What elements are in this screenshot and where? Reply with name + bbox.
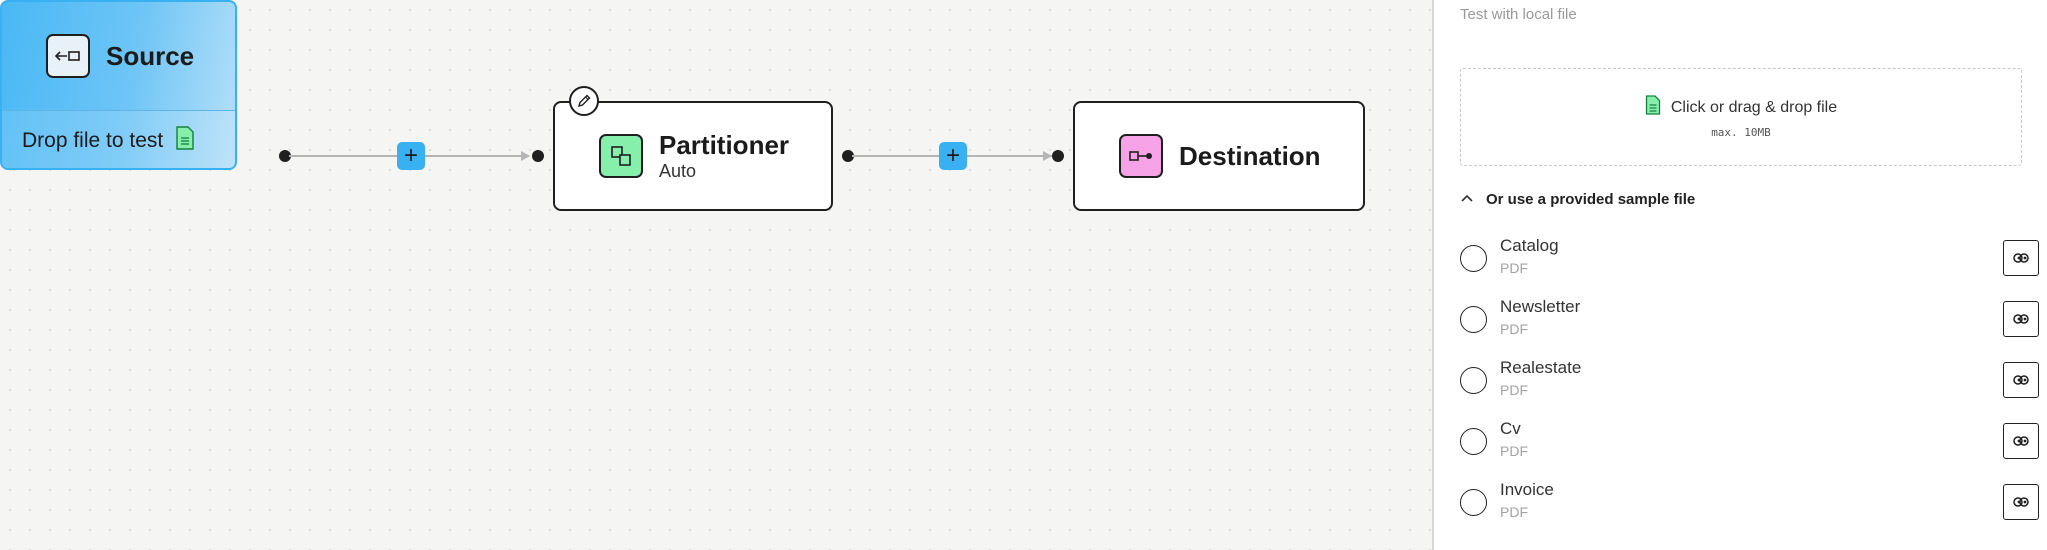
source-node[interactable]: Source Drop file to test — [0, 0, 237, 170]
destination-icon — [1119, 134, 1163, 178]
panel-heading: Test with local file — [1460, 6, 1577, 23]
partitioner-node-title: Partitioner — [659, 130, 790, 160]
sample-file-type: PDF — [1500, 321, 1528, 337]
sample-file-radio[interactable] — [1460, 367, 1487, 394]
list-item[interactable]: Cv PDF — [1460, 411, 2039, 472]
dropzone-max-size: max. 10MB — [1711, 126, 1771, 139]
destination-input-port[interactable] — [1052, 150, 1064, 162]
source-output-port[interactable] — [279, 150, 291, 162]
edit-pencil-icon[interactable] — [569, 86, 599, 116]
sample-file-type: PDF — [1500, 260, 1528, 276]
document-icon — [175, 126, 195, 155]
partitioner-icon — [599, 134, 643, 178]
edge-arrow-icon — [1043, 151, 1052, 161]
preview-icon — [2013, 253, 2029, 263]
list-item[interactable]: Catalog PDF — [1460, 228, 2039, 289]
destination-node[interactable]: Destination — [1073, 101, 1365, 211]
edge-arrow-icon — [521, 151, 530, 161]
sample-file-radio[interactable] — [1460, 306, 1487, 333]
add-step-button[interactable]: + — [939, 142, 967, 170]
partitioner-node[interactable]: Partitioner Auto — [553, 101, 833, 211]
partitioner-strategy: Auto — [659, 161, 697, 181]
sample-files-label: Or use a provided sample file — [1486, 190, 1696, 208]
test-panel: Test with local file Click or drag & dro… — [1432, 0, 2047, 550]
preview-icon — [2013, 314, 2029, 324]
sample-file-name: Invoice — [1500, 480, 1554, 499]
sample-file-type: PDF — [1500, 504, 1528, 520]
sample-file-radio[interactable] — [1460, 245, 1487, 272]
workflow-canvas[interactable]: Source Drop file to test + — [0, 0, 1432, 550]
sample-file-radio[interactable] — [1460, 428, 1487, 455]
dropzone-text: Click or drag & drop file — [1670, 98, 1838, 116]
sample-file-name: Newsletter — [1500, 297, 1581, 316]
chevron-up-icon — [1460, 190, 1474, 208]
list-item[interactable]: Newsletter PDF — [1460, 289, 2039, 350]
sample-file-name: Realestate — [1500, 358, 1582, 377]
partitioner-input-port[interactable] — [532, 150, 544, 162]
drop-file-label: Drop file to test — [22, 128, 164, 152]
preview-icon — [2013, 375, 2029, 385]
sample-file-list: Catalog PDF Newsletter PDF — [1460, 228, 2039, 533]
source-icon — [46, 34, 90, 78]
sample-file-radio[interactable] — [1460, 489, 1487, 516]
file-dropzone[interactable]: Click or drag & drop file max. 10MB — [1460, 68, 2022, 166]
destination-node-title: Destination — [1179, 141, 1321, 171]
source-drop-area[interactable]: Drop file to test — [2, 110, 235, 168]
preview-icon — [2013, 497, 2029, 507]
preview-button[interactable] — [2003, 484, 2039, 520]
sample-file-type: PDF — [1500, 382, 1528, 398]
add-step-button[interactable]: + — [397, 142, 425, 170]
list-item[interactable]: Realestate PDF — [1460, 350, 2039, 411]
partitioner-output-port[interactable] — [842, 150, 854, 162]
document-icon — [1645, 95, 1661, 120]
preview-button[interactable] — [2003, 240, 2039, 276]
sample-file-type: PDF — [1500, 443, 1528, 459]
list-item[interactable]: Invoice PDF — [1460, 472, 2039, 533]
preview-button[interactable] — [2003, 301, 2039, 337]
sample-files-toggle[interactable]: Or use a provided sample file — [1460, 190, 1695, 208]
preview-icon — [2013, 436, 2029, 446]
preview-button[interactable] — [2003, 423, 2039, 459]
sample-file-name: Cv — [1500, 419, 1521, 438]
source-node-title: Source — [106, 40, 195, 71]
sample-file-name: Catalog — [1500, 236, 1559, 255]
preview-button[interactable] — [2003, 362, 2039, 398]
